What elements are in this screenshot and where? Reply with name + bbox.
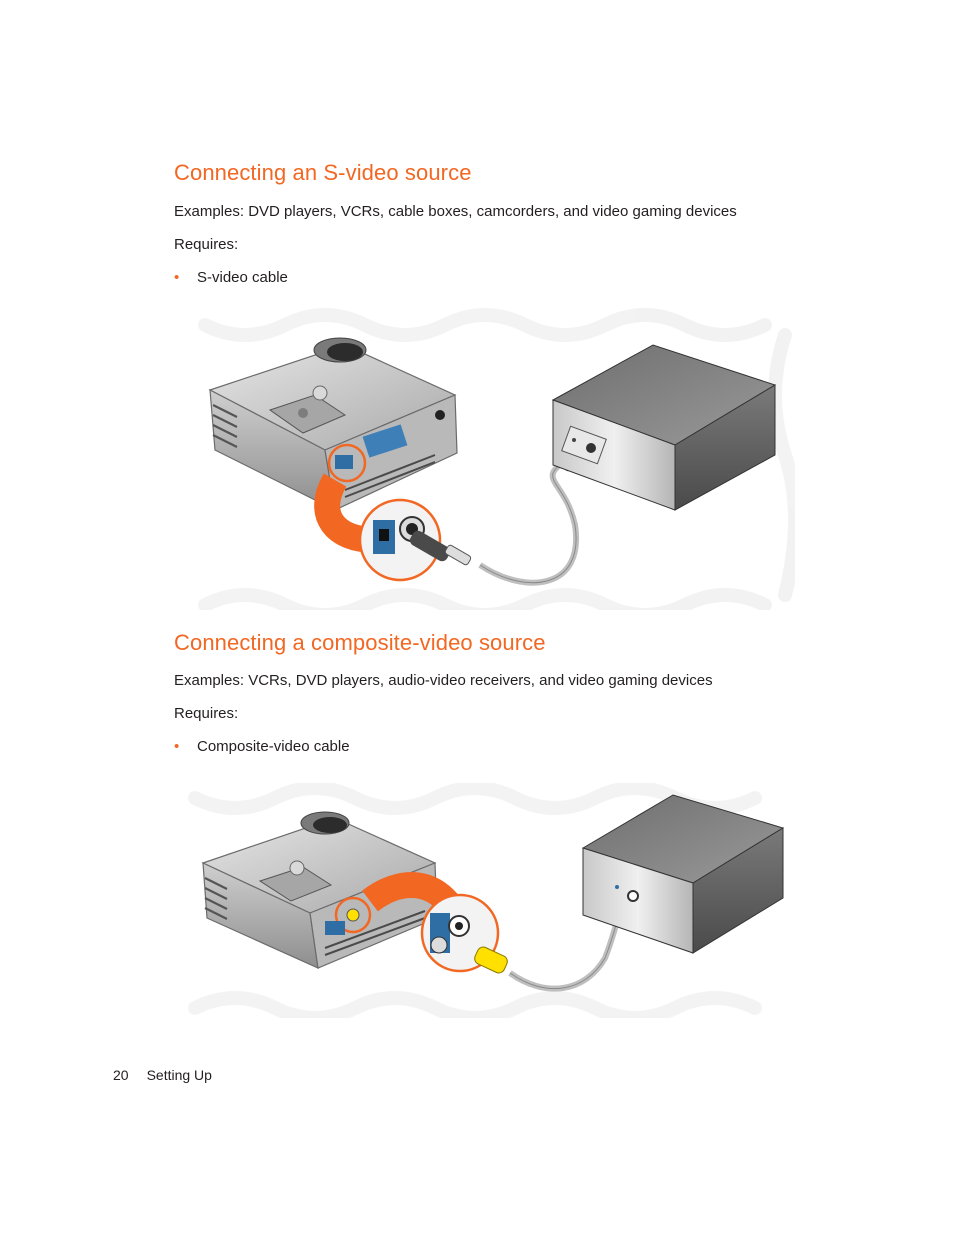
composite-connection-illustration <box>185 783 795 1018</box>
composite-examples: Examples: VCRs, DVD players, audio-video… <box>174 672 713 689</box>
section-heading-svideo: Connecting an S-video source <box>174 160 472 185</box>
bullet-icon: • <box>174 738 180 755</box>
svideo-examples: Examples: DVD players, VCRs, cable boxes… <box>174 203 737 220</box>
page-footer: 20 Setting Up <box>113 1067 212 1083</box>
projector-illustration <box>208 337 458 512</box>
svideo-port-callout <box>358 498 472 582</box>
projector-to-svideo-source-illustration <box>198 308 795 610</box>
footer-section-label: Setting Up <box>146 1067 212 1083</box>
composite-requires-label: Requires: <box>174 705 239 722</box>
svideo-connection-illustration <box>185 305 795 610</box>
composite-port-callout <box>420 893 508 974</box>
bullet-icon: • <box>174 269 180 286</box>
video-source-box <box>551 344 777 511</box>
svideo-requirement-label: S-video cable <box>197 269 288 286</box>
svideo-requirement-item: • S-video cable <box>174 269 288 287</box>
projector-to-composite-source-illustration <box>188 783 785 1018</box>
composite-requirement-item: • Composite-video cable <box>174 738 350 756</box>
page-number: 20 <box>113 1067 129 1083</box>
video-source-box <box>581 794 785 954</box>
section-heading-composite: Connecting a composite-video source <box>174 630 546 655</box>
composite-requirement-label: Composite-video cable <box>197 738 350 755</box>
svideo-requires-label: Requires: <box>174 236 239 253</box>
